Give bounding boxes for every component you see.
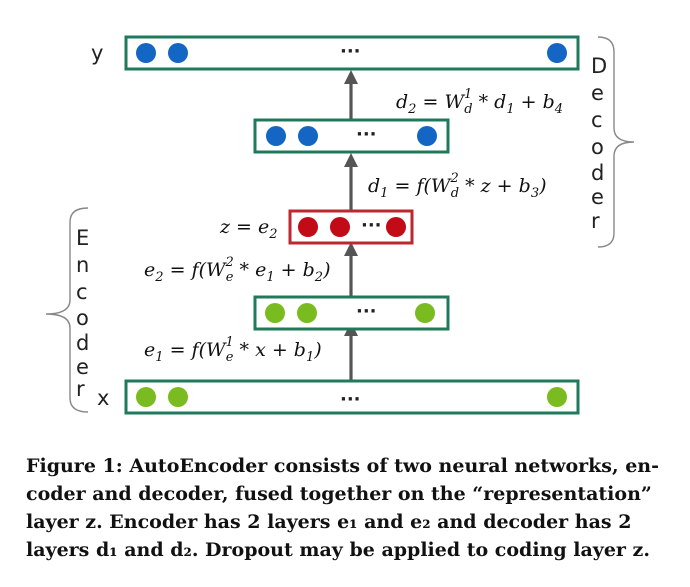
input-node <box>136 387 156 407</box>
output-node <box>168 43 188 63</box>
encoder-node <box>265 303 285 323</box>
input-layer-ellipsis: ··· <box>340 389 361 410</box>
representation-layer-z: ··· <box>288 209 414 245</box>
arrow-d1-to-y-head <box>344 70 358 84</box>
encoder-letter: n <box>76 253 89 277</box>
decoder-vertical-label: D e c o d e r <box>591 54 607 233</box>
input-layer-x: ··· <box>124 379 580 415</box>
input-node <box>547 387 567 407</box>
figure-caption: Figure 1: AutoEncoder consists of two ne… <box>26 452 666 564</box>
encoder-letter: o <box>76 306 89 330</box>
decoder-letter: e <box>591 81 604 105</box>
caption-line: layer z. Encoder has 2 layers e₁ and e₂ … <box>26 511 632 533</box>
input-node <box>168 387 188 407</box>
label-y: y <box>91 41 103 65</box>
decoder-letter: D <box>591 54 607 78</box>
caption-line: coder and decoder, fused together on the… <box>26 483 652 505</box>
representation-node <box>298 217 318 237</box>
decoder-layer-ellipsis: ··· <box>356 124 377 145</box>
caption-line: Figure 1: AutoEncoder consists of two ne… <box>26 455 660 477</box>
output-layer-y: ··· <box>124 35 580 71</box>
encoder-vertical-label: E n c o d e r <box>76 226 89 401</box>
decoder-node <box>298 126 318 146</box>
decoder-node <box>266 126 286 146</box>
output-node <box>547 43 567 63</box>
arrow-z-to-d1-head <box>344 153 358 167</box>
output-layer-box <box>124 35 580 71</box>
decoder-letter: o <box>591 135 604 159</box>
label-x: x <box>97 386 109 410</box>
input-layer-box <box>124 379 580 415</box>
output-node <box>136 43 156 63</box>
decoder-letter: d <box>591 161 604 185</box>
equation-z: z = e2 <box>219 216 278 242</box>
caption-line: layers d₁ and d₂. Dropout may be applied… <box>26 539 650 561</box>
encoder-letter: r <box>76 377 85 401</box>
encoder-letter: c <box>76 280 88 304</box>
output-layer-ellipsis: ··· <box>340 41 361 62</box>
encoder-node <box>415 303 435 323</box>
decoder-layer-d1: ··· <box>253 118 450 154</box>
encoder-letter: d <box>76 331 89 355</box>
encoder-layer-e1: ··· <box>253 295 450 331</box>
encoder-letter: e <box>76 355 89 379</box>
decoder-letter: e <box>591 185 604 209</box>
decoder-node <box>417 126 437 146</box>
encoder-node <box>297 303 317 323</box>
decoder-layer-box <box>253 118 450 154</box>
representation-node <box>386 217 406 237</box>
representation-node <box>330 217 350 237</box>
arrow-e1-to-z-head <box>344 242 358 256</box>
decoder-brace <box>597 36 635 248</box>
representation-layer-ellipsis: ··· <box>361 215 382 236</box>
encoder-brace <box>45 207 89 413</box>
decoder-letter: c <box>591 108 603 132</box>
encoder-letter: E <box>76 226 89 250</box>
encoder-layer-ellipsis: ··· <box>356 301 377 322</box>
decoder-letter: r <box>591 209 600 233</box>
